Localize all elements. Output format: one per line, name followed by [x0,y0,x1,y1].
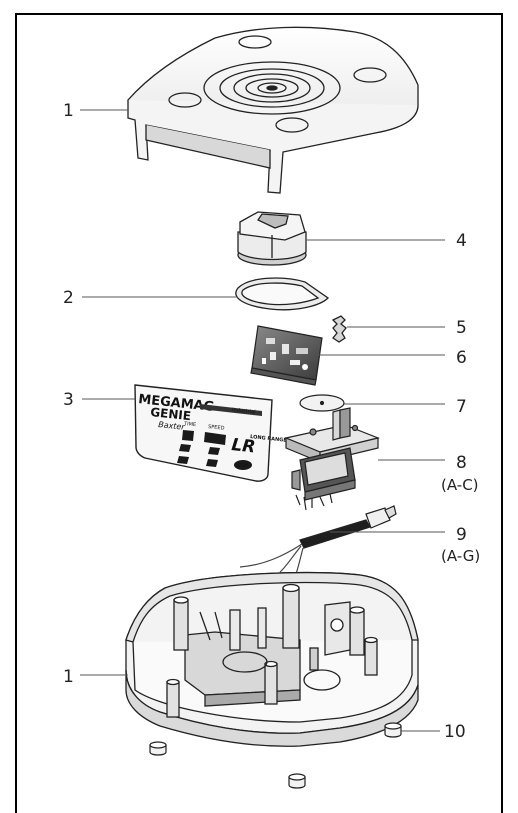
washer-part [299,394,345,412]
panel-up-button-left [179,444,191,452]
panel-time-display [182,430,194,441]
gasket-part [235,277,330,311]
callout-9-power-cord: 9 [456,525,467,545]
diagram-frame [15,13,503,813]
panel-maker: Baxter [158,420,186,432]
keypad-overlay-part: MEGAMAG GENIE Baxter Industrial TIME SPE… [134,384,288,482]
bottom-base-part [125,571,419,747]
panel-led-left-label: TIME [183,421,197,428]
panel-down-button-left [177,456,189,464]
panel-speed-display [204,432,226,445]
magnet-drive-part [237,211,307,266]
rubber-foot-part [149,722,402,789]
panel-up-button-right [208,447,220,455]
panel-model-text: Industrial [232,407,256,415]
panel-logo-text: LONG RANGE [250,434,288,444]
callout-10-rubber-foot: 10 [444,722,466,742]
callout-9-sub: (A-G) [441,547,480,565]
leader-lines [80,109,445,732]
callout-6-circuit-board: 6 [456,348,467,368]
callout-8-sub: (A-C) [441,476,479,494]
callout-7-washer: 7 [456,397,467,417]
callout-1-bottom-base: 1 [63,667,74,687]
top-cover-part [127,26,419,194]
callout-labels: 1 1 2 3 4 5 6 7 8 (A-C) 9 (A-G) 10 [63,101,480,742]
callout-4-magnet-drive: 4 [456,231,467,251]
panel-brand-line2: GENIE [150,405,192,423]
connector-clip-part [331,315,347,343]
callout-1-top-cover: 1 [63,101,74,121]
panel-stop-label: STOP [237,463,248,468]
motor-assembly-part [284,407,380,511]
panel-down-button-right [206,459,218,467]
panel-model-strip [200,404,262,416]
panel-lr-logo: LR [230,435,256,457]
power-cord-part [239,505,397,575]
callout-2-gasket: 2 [63,288,74,308]
circuit-board-part [250,325,323,386]
callout-5-connector-clip: 5 [456,318,467,338]
callout-8-motor-assembly: 8 [456,453,467,473]
panel-stop-button [234,460,252,470]
panel-led-right-label: SPEED [208,424,225,432]
callout-3-keypad-overlay: 3 [63,390,74,410]
